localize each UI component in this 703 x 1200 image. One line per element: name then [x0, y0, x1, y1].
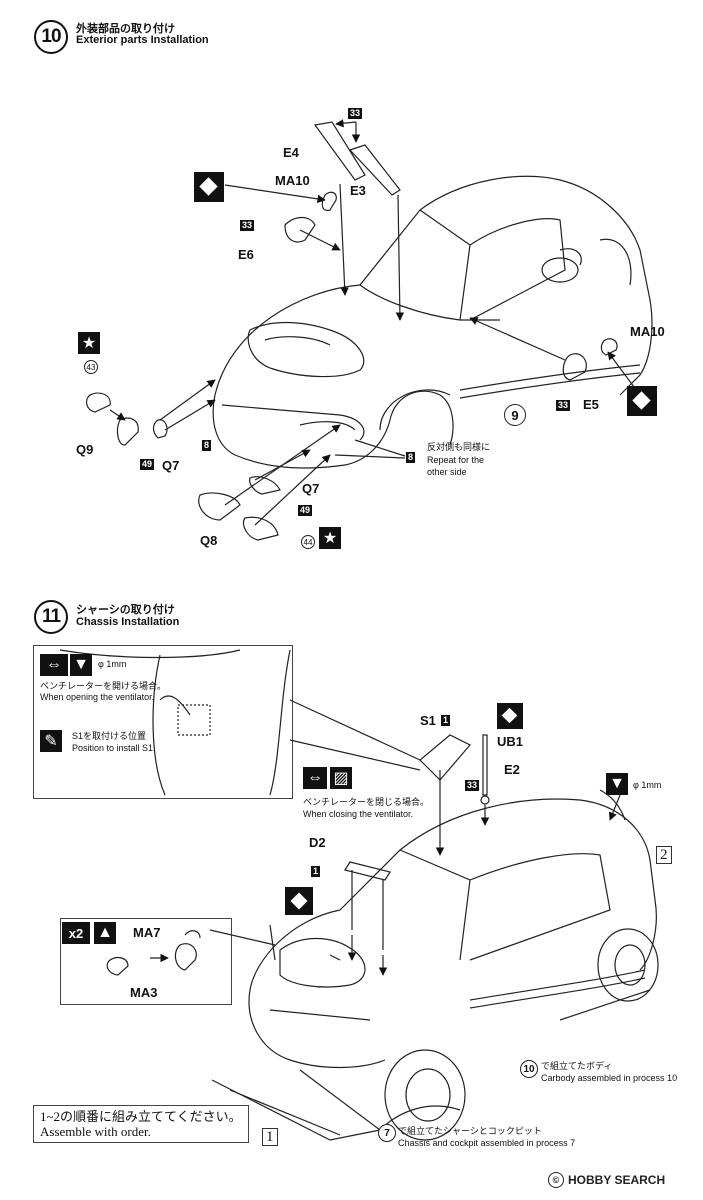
part-e5: E5: [583, 397, 599, 412]
cut-arrows-icon: ⇔: [307, 769, 323, 786]
car-body-step10: [212, 175, 653, 469]
diamond-icon: [632, 391, 651, 410]
part-q7-right: Q7: [302, 481, 320, 496]
diamond-symbol-d2: [285, 887, 313, 915]
detail-drill: φ 1mm: [98, 659, 127, 669]
diamond-symbol-ub1: [497, 703, 523, 729]
tag-8-left: 8: [202, 440, 212, 451]
diamond-icon: [199, 177, 218, 196]
drill-symbol-right: ▼: [606, 773, 628, 795]
detail-open-jp: ベンチレーターを開ける場合。: [40, 681, 167, 691]
order-jp: 1~2の順番に組み立ててください。: [40, 1109, 242, 1124]
tag-33-e2: 33: [465, 780, 480, 791]
part-ma7: MA7: [133, 925, 161, 940]
tag-33-e5: 33: [556, 400, 571, 411]
arrows-step11: [150, 770, 621, 976]
order-en: Assemble with order.: [40, 1124, 151, 1139]
cut-arrows-icon: ⇔: [46, 656, 62, 673]
glue-symbol: ✎: [40, 730, 62, 752]
arrows-step10: [109, 119, 641, 526]
watermark-text: HOBBY SEARCH: [568, 1173, 666, 1187]
part-ub1: UB1: [497, 734, 524, 749]
detail-pos-en: Position to install S1.: [72, 743, 156, 753]
callout-lines-step11: [59, 649, 421, 796]
file-symbol: ▨: [330, 767, 352, 789]
watermark: © HOBBY SEARCH: [548, 1172, 665, 1188]
part-q9: Q9: [76, 442, 94, 457]
star-symbol-left: ★: [78, 332, 100, 354]
cut-symbol-close: ⇔: [303, 767, 327, 789]
diamond-symbol-right: [627, 386, 657, 416]
carbody-jp: で組立てたボディ: [541, 1061, 613, 1071]
part-e2: E2: [504, 762, 520, 777]
close-en: When closing the ventilator.: [303, 809, 414, 819]
note-en-1: Repeat for the: [427, 455, 485, 465]
part-e6: E6: [238, 247, 254, 262]
part-ma3: MA3: [130, 985, 158, 1000]
order-ref-2: 2: [656, 846, 672, 864]
up-arrow-icon: ▲: [97, 924, 113, 941]
x2-badge: x2: [62, 922, 90, 944]
part-ma10-right: MA10: [630, 324, 665, 339]
ref-7: 7: [378, 1124, 396, 1142]
part-e4: E4: [283, 145, 299, 160]
part-ma10-top: MA10: [275, 173, 310, 188]
body-ref-9: 9: [504, 404, 526, 426]
star-icon: ★: [322, 530, 338, 547]
cut-symbol: ⇔: [40, 654, 68, 676]
arrow-symbol: ▲: [94, 922, 116, 944]
step-10-title-en: Exterior parts Installation: [76, 34, 209, 46]
part-e3: E3: [350, 183, 366, 198]
close-jp: ベンチレーターを閉じる場合。: [303, 797, 430, 807]
diamond-icon: [290, 892, 308, 910]
step-10-number: 10: [34, 20, 68, 54]
order-note: 1~2の順番に組み立ててください。 Assemble with order.: [33, 1105, 249, 1143]
detail-pos-jp: S1を取付ける位置: [72, 731, 147, 741]
step-11-number: 11: [34, 600, 68, 634]
note-en-2: other side: [427, 467, 467, 477]
step-10-title-jp: 外装部品の取り付け: [76, 23, 175, 35]
ref-10: 10: [520, 1060, 538, 1078]
tag-49-left: 49: [140, 459, 155, 470]
note-jp: 反対側も同様に: [427, 442, 491, 452]
carbody-en: Carbody assembled in process 10: [541, 1073, 678, 1083]
part-q7-left: Q7: [162, 458, 180, 473]
step-11-title-jp: シャーシの取り付け: [76, 604, 175, 616]
copyright-icon: ©: [548, 1172, 564, 1188]
diamond-symbol-top: [194, 172, 224, 202]
detail-open-en: When opening the ventilator.: [40, 692, 155, 702]
star-icon: ★: [81, 335, 97, 352]
part-q8: Q8: [200, 533, 218, 548]
star-symbol-bottom: ★: [319, 527, 341, 549]
tag-1-d2: 1: [311, 866, 321, 877]
chassis-jp: で組立てたシャーシとコックピット: [398, 1126, 542, 1136]
tag-1-s1: 1: [441, 715, 451, 726]
diamond-icon: [501, 707, 518, 724]
tag-49-right: 49: [298, 505, 313, 516]
file-icon: ▨: [333, 770, 349, 787]
drill-icon: ▼: [73, 656, 89, 673]
tag-33-e6: 33: [240, 220, 255, 231]
circle-44: 44: [301, 535, 315, 549]
drill-symbol: ▼: [70, 654, 92, 676]
tag-33-e4: 33: [348, 108, 363, 119]
order-ref-1: 1: [262, 1128, 278, 1146]
part-s1: S1: [420, 713, 436, 728]
drill-right: φ 1mm: [633, 780, 662, 790]
step-11-title-en: Chassis Installation: [76, 616, 180, 628]
circle-43: 43: [84, 360, 98, 374]
car-body-step11: [211, 734, 659, 1141]
tag-8-right: 8: [406, 452, 416, 463]
chassis-en: Chassis and cockpit assembled in process…: [398, 1138, 576, 1148]
part-d2: D2: [309, 835, 326, 850]
glue-icon: ✎: [44, 733, 58, 750]
drill-icon: ▼: [609, 775, 625, 792]
